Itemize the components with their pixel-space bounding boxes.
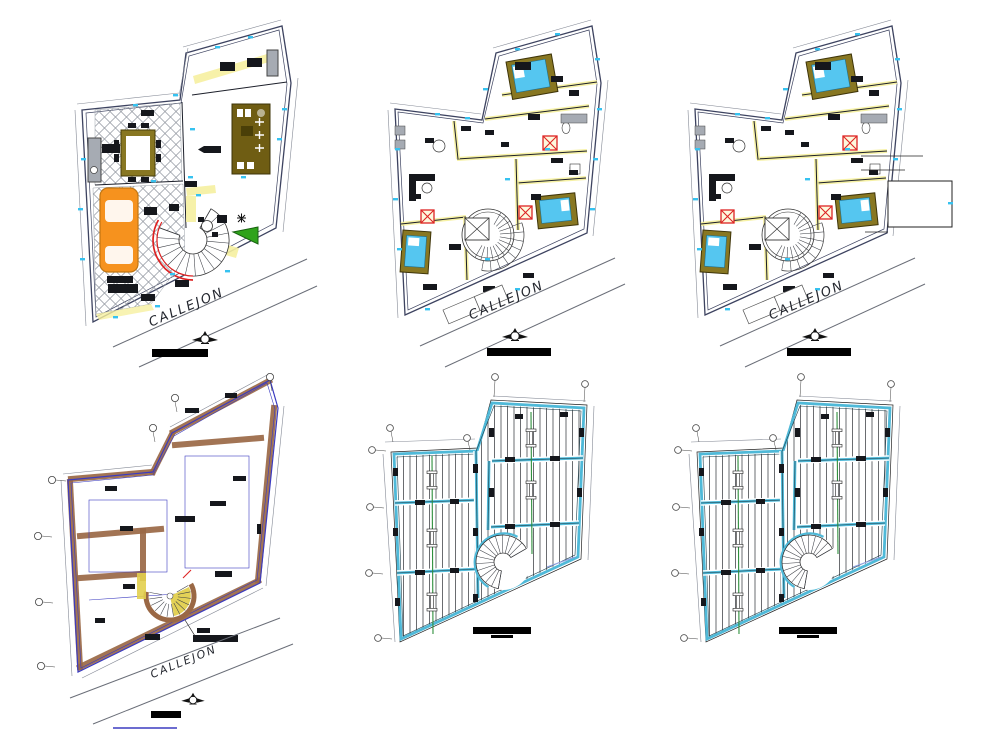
grid-bubbles: [34, 373, 274, 670]
north-arrow-icon: [192, 331, 218, 344]
leader-line: [184, 619, 196, 637]
second-floor-plan: CALLEJON: [386, 18, 627, 368]
roof-framing-plan-copy: [655, 370, 1000, 680]
dimension-ticks: [78, 36, 287, 319]
dimension-text-marks: [95, 393, 261, 642]
equipment: [266, 49, 279, 77]
north-arrow-icon: [181, 692, 205, 705]
roof-framing-plan: [355, 370, 660, 680]
detail-callout: [861, 155, 953, 233]
foundation-plan: CALLEJON: [34, 373, 294, 729]
scale-bar: [151, 711, 181, 718]
dining-table: [114, 123, 161, 182]
car: [99, 187, 139, 283]
edge-wall-fill: [96, 304, 154, 320]
palm-symbol: [237, 213, 246, 223]
kitchen: [87, 137, 120, 183]
scale-bar: [152, 349, 208, 357]
patio-garden: [231, 103, 271, 175]
interior-walls: [94, 81, 288, 229]
stair-wall-fill: [137, 573, 146, 599]
street: [69, 617, 294, 725]
foundation-beams: [66, 376, 278, 672]
court-table: [198, 217, 218, 237]
furniture: [108, 58, 262, 301]
site-boundary-blue: [67, 379, 279, 673]
garden-patch: [231, 226, 259, 245]
dimension-lines: [60, 373, 285, 679]
curved-stair: [137, 569, 197, 623]
second-floor-plan-copy: CALLEJON: [686, 18, 953, 368]
first-floor-plan: CALLEJON: [74, 19, 318, 368]
dimension-lines: [74, 19, 299, 327]
street-label: CALLEJON: [149, 643, 219, 681]
